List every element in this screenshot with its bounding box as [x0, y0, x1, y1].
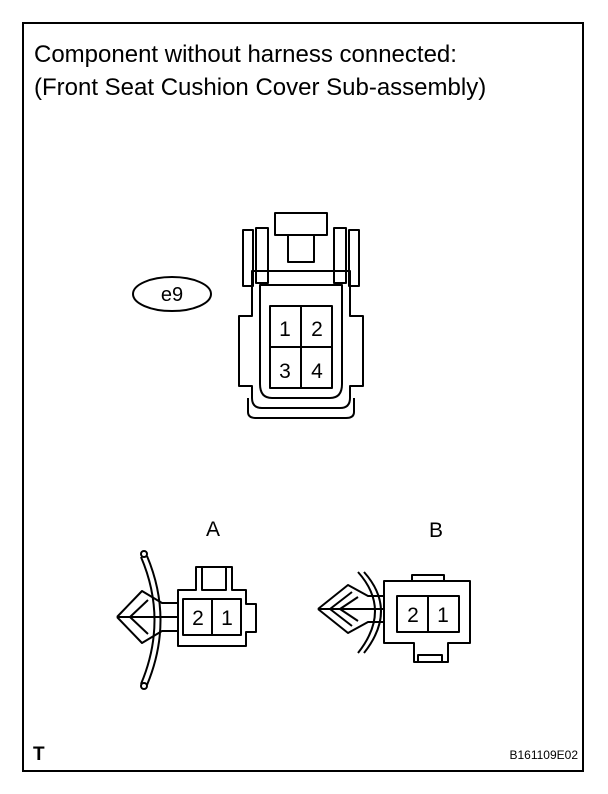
connector-a-label: A [206, 518, 220, 541]
connector-e9-right-rail-inner [333, 227, 347, 284]
connector-e9-right-rail-outer [348, 229, 360, 287]
pin-label: 2 [311, 318, 323, 341]
connector-a-top-lock [201, 566, 227, 591]
connector-b: 2 1 [317, 571, 471, 663]
connector-a-clip-end [140, 682, 148, 690]
connector-e9-left-rail-inner [255, 227, 269, 284]
pin-label: 4 [311, 360, 323, 383]
connector-code-label: e9 [161, 284, 183, 306]
connector-a-clip-arc [140, 556, 156, 685]
connector-b-clip-arc [357, 571, 376, 654]
connector-a: 2 1 [116, 550, 257, 690]
connector-a-clip-end [140, 550, 148, 558]
connector-e9-top-latch [274, 212, 328, 236]
title-line-1: Component without harness connected: [34, 41, 457, 68]
connector-e9-recess [259, 284, 343, 399]
figure-code: B161109E02 [509, 748, 578, 762]
connector-code-ellipse [132, 276, 212, 312]
connector-b-arrow-clip [317, 584, 384, 634]
footer-mark: T [33, 744, 45, 765]
pin-label: 2 [192, 607, 204, 630]
pin-label: 3 [279, 360, 291, 383]
connector-e9: 1 2 3 4 [238, 212, 364, 419]
connector-b-bottom-lock [417, 654, 443, 663]
title-line-2: (Front Seat Cushion Cover Sub-assembly) [34, 74, 487, 101]
connector-b-label: B [429, 519, 443, 542]
connector-e9-neck [287, 235, 315, 263]
pin-label: 1 [221, 607, 233, 630]
pin-label: 2 [407, 604, 419, 627]
connector-b-arrow-fins [329, 591, 359, 627]
connector-b-body [383, 574, 471, 663]
connector-e9-bottom-ledge [247, 398, 355, 419]
connector-b-clip-arc [363, 571, 382, 654]
pin-label: 1 [279, 318, 291, 341]
connector-e9-body [238, 270, 364, 409]
connector-a-clip-arc [146, 555, 162, 686]
connector-a-body [177, 566, 257, 647]
pin-label: 1 [437, 604, 449, 627]
connector-a-arrow-clip-inner [129, 599, 149, 635]
diagram-title: Component without harness connected: (Fr… [34, 38, 486, 104]
connector-a-arrow-clip [116, 590, 178, 644]
connector-e9-left-rail-outer [242, 229, 254, 287]
